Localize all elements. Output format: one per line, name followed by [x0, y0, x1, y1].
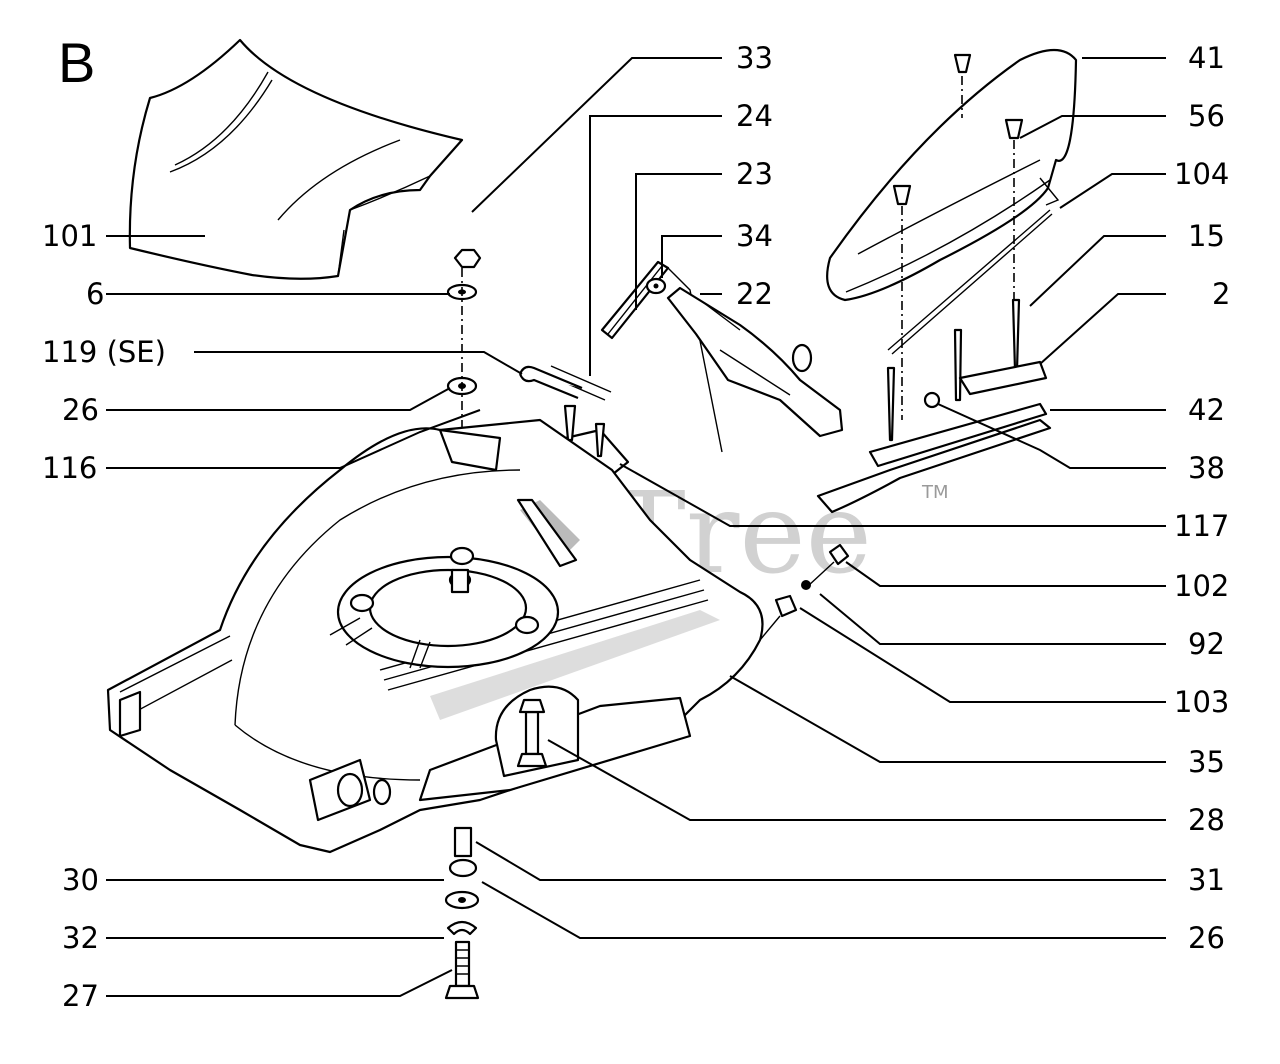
callout-117: 117	[1174, 509, 1229, 543]
deck-blade-ring	[329, 546, 560, 669]
callout-38: 38	[1188, 451, 1225, 485]
callout-42: 42	[1188, 393, 1225, 427]
callout-103: 103	[1174, 685, 1229, 719]
part-24-23-119	[518, 260, 723, 453]
callout-119-se: 119 (SE)	[42, 335, 166, 369]
part-101-rear-cover	[128, 38, 464, 280]
callout-35: 35	[1188, 745, 1225, 779]
callout-6: 6	[86, 277, 104, 311]
part-28-shroud-bolt	[418, 685, 692, 802]
callout-32: 32	[62, 921, 99, 955]
callout-labels-left: 101 6 119 (SE) 26 116 30 32 27	[42, 219, 166, 1013]
callout-26-lower: 26	[1188, 921, 1225, 955]
callout-101: 101	[42, 219, 97, 253]
callout-15: 15	[1188, 219, 1225, 253]
watermark-trademark: TM	[921, 482, 949, 503]
callout-31: 31	[1188, 863, 1225, 897]
callout-27: 27	[62, 979, 99, 1013]
part-22-bracket	[666, 286, 844, 438]
callout-104: 104	[1174, 157, 1229, 191]
callout-56: 56	[1188, 99, 1225, 133]
callout-92: 92	[1188, 627, 1225, 661]
callout-23: 23	[736, 157, 773, 191]
callout-labels-right: 33 24 23 34 22 41 56 104 15 2 42 38 117 …	[736, 41, 1230, 955]
callout-34: 34	[736, 219, 773, 253]
callout-102: 102	[1174, 569, 1229, 603]
part-31-30-32-27-stack	[444, 826, 480, 1000]
callout-26: 26	[62, 393, 99, 427]
callout-22: 22	[736, 277, 773, 311]
callout-30: 30	[62, 863, 99, 897]
callout-116: 116	[42, 451, 97, 485]
part-102-92-103-hardware	[759, 543, 850, 641]
part-34-washer	[645, 277, 667, 295]
part-41-56-104-frame	[826, 49, 1078, 420]
callout-28: 28	[1188, 803, 1225, 837]
callout-41: 41	[1188, 41, 1225, 75]
part-33-6-26-stack	[446, 248, 482, 550]
callout-33: 33	[736, 41, 773, 75]
part-15-2-42-38-assembly	[816, 209, 1053, 514]
callout-2: 2	[1212, 277, 1230, 311]
leader-lines	[106, 57, 1166, 997]
callout-24: 24	[736, 99, 773, 133]
section-letter: B	[58, 31, 95, 94]
